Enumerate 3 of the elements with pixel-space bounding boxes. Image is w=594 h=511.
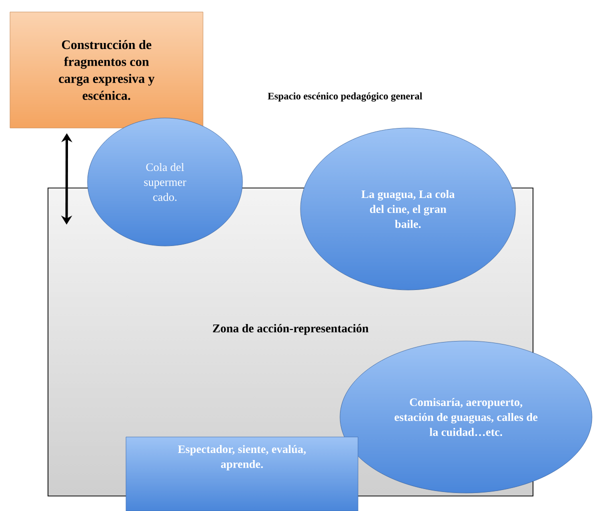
process-box: Construcción de fragmentos con carga expresiva y escénica. — [10, 12, 204, 128]
heading: Espacio escénico pedagógico general — [268, 92, 422, 102]
spectator-box: Espectador, siente, evalúa, aprende. — [126, 436, 358, 511]
